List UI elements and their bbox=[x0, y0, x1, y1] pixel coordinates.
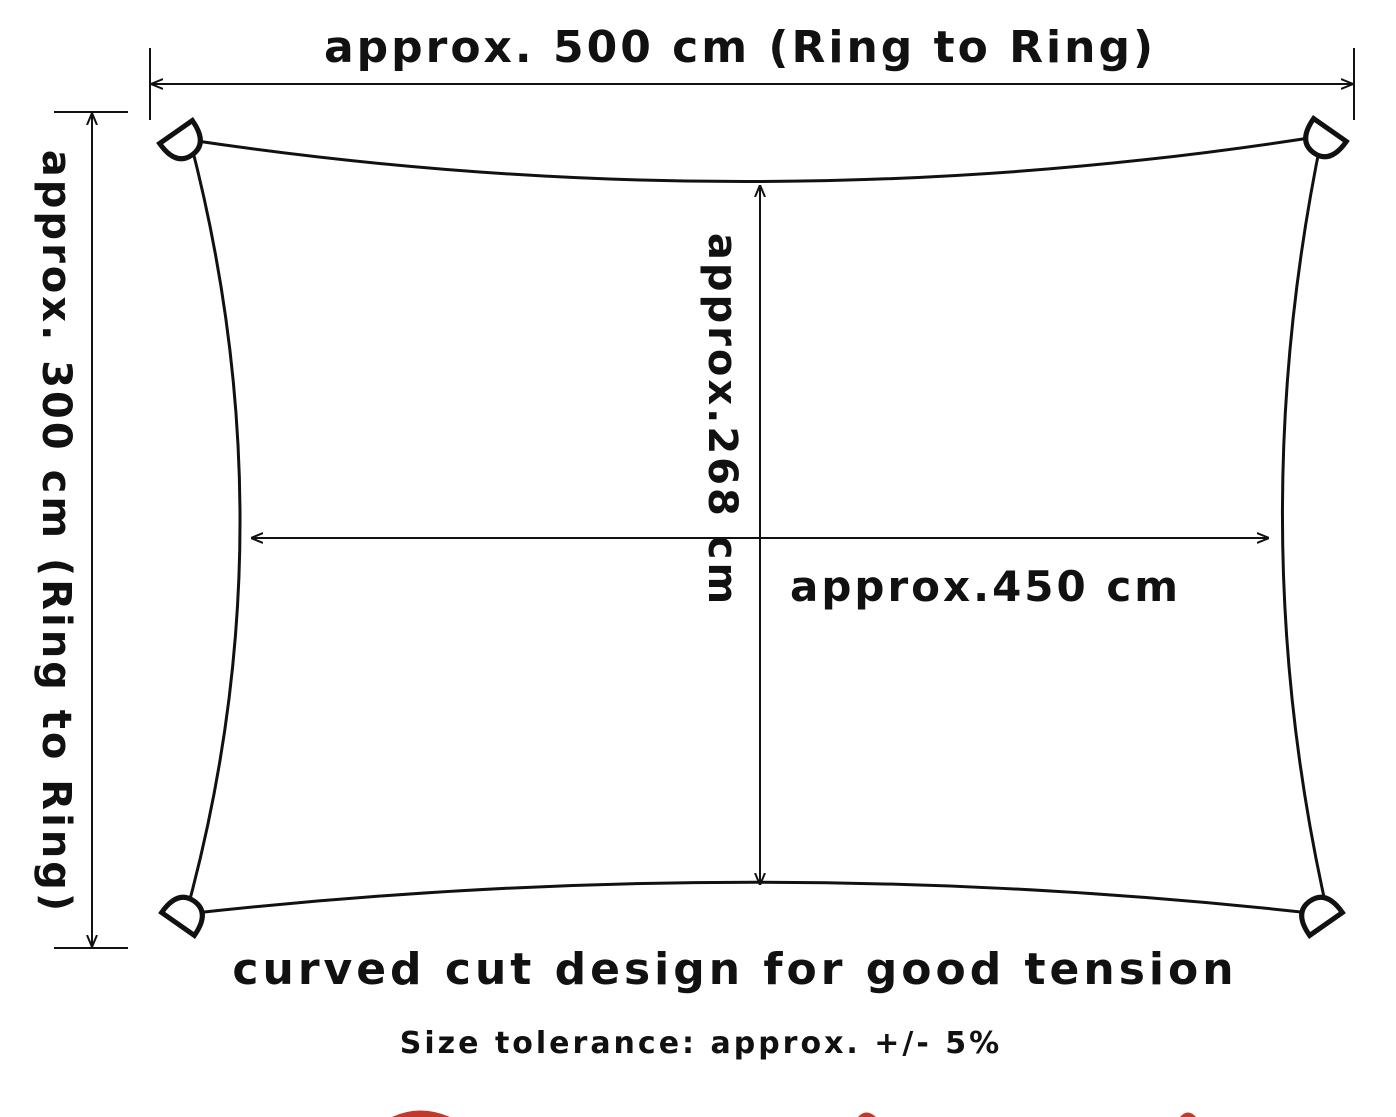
inner-height-label: approx.268 cm bbox=[699, 232, 745, 608]
height-ring-label: approx. 300 cm (Ring to Ring) bbox=[33, 149, 79, 915]
cropped-red-shapes bbox=[392, 1110, 1196, 1117]
d-ring-icon bbox=[1303, 115, 1350, 160]
d-ring-icon bbox=[156, 117, 203, 162]
caption: curved cut design for good tension bbox=[232, 944, 1238, 995]
d-ring-icon bbox=[1299, 894, 1346, 939]
inner-width-label: approx.450 cm bbox=[790, 562, 1182, 611]
sail-outline bbox=[183, 134, 1330, 917]
width-ring-label: approx. 500 cm (Ring to Ring) bbox=[323, 22, 1157, 73]
d-ring-icon bbox=[158, 894, 205, 939]
size-tolerance-note: Size tolerance: approx. +/- 5% bbox=[399, 1026, 1003, 1061]
